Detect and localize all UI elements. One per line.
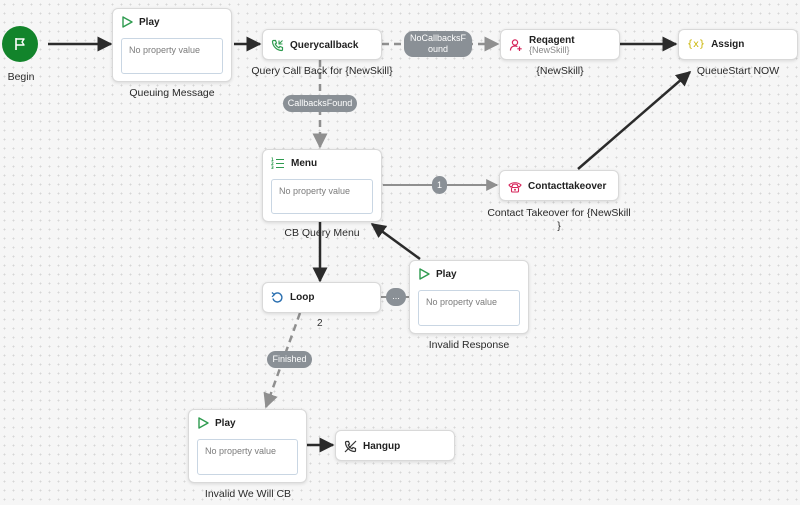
hangup-icon	[344, 440, 357, 453]
loop-icon	[271, 292, 283, 303]
play-node-invalid-we-will-cb[interactable]: Play No property value	[188, 409, 307, 483]
begin-label: Begin	[7, 71, 35, 83]
menu-list-icon: 1 2 3	[271, 157, 284, 169]
node-title: Querycallback	[290, 40, 359, 51]
begin-node[interactable]	[2, 26, 38, 62]
svg-text:1: 1	[271, 157, 274, 162]
hangup-node[interactable]: Hangup	[335, 430, 455, 461]
agent-add-icon	[509, 39, 522, 51]
node-title: Reqagent	[529, 35, 575, 46]
node-title: Play	[215, 417, 236, 429]
node-title: Play	[139, 16, 160, 28]
phone-takeover-icon	[508, 182, 522, 193]
property-field[interactable]: No property value	[121, 38, 223, 74]
node-caption-reqagent: {NewSkill}	[536, 65, 584, 77]
play-node-invalid-response[interactable]: Play No property value	[409, 260, 529, 334]
node-title: Contacttakeover	[528, 181, 607, 192]
menu-node[interactable]: 1 2 3 Menu No property value	[262, 149, 382, 222]
node-title: Assign	[711, 39, 745, 50]
flag-icon	[15, 38, 25, 50]
edge-label-finished: Finished	[267, 351, 312, 368]
node-caption-assign: QueueStart NOW	[696, 65, 780, 77]
play-icon	[198, 417, 209, 429]
node-caption-contacttakeover: Contact Takeover for {NewSkill }	[487, 207, 631, 232]
property-field[interactable]: No property value	[418, 290, 520, 326]
node-subtitle: {NewSkill}	[529, 45, 570, 55]
edge-label-loop-more: ...	[386, 288, 406, 306]
loop-node[interactable]: Loop	[262, 282, 381, 313]
node-title: Loop	[290, 292, 315, 303]
property-field[interactable]: No property value	[197, 439, 298, 475]
edge-label-option-1: 1	[432, 176, 447, 194]
node-title: Hangup	[363, 441, 401, 452]
contacttakeover-node[interactable]: Contacttakeover	[499, 170, 619, 201]
play-node-queuing-message[interactable]: Play No property value	[112, 8, 232, 82]
edge-contacttakeover-to-assign	[577, 71, 692, 170]
svg-text:3: 3	[271, 165, 274, 169]
edge-label-no-callbacks-found: NoCallbacksF ound	[404, 31, 472, 57]
play-icon	[419, 268, 430, 280]
property-field[interactable]: No property value	[271, 179, 373, 214]
node-caption-menu: CB Query Menu	[284, 227, 360, 239]
assign-node[interactable]: {x} Assign	[678, 29, 798, 60]
loop-count: 2	[317, 318, 323, 329]
phone-callback-icon	[271, 39, 284, 52]
variable-icon: {x}	[687, 39, 706, 50]
reqagent-node[interactable]: Reqagent {NewSkill}	[500, 29, 620, 60]
play-icon	[122, 16, 133, 28]
edge-label-callbacks-found: CallbacksFound	[283, 95, 357, 112]
node-title: Menu	[291, 157, 318, 169]
node-title: Play	[436, 268, 457, 280]
svg-text:2: 2	[271, 161, 274, 166]
querycallback-node[interactable]: Querycallback	[262, 29, 382, 60]
node-caption-invalid-we-will-cb: Invalid We Will CB	[204, 488, 292, 500]
node-caption-invalid-response: Invalid Response	[428, 339, 510, 351]
node-caption-queuing-message: Queuing Message	[129, 87, 215, 99]
node-caption-querycallback: Query Call Back for {NewSkill}	[251, 65, 393, 77]
